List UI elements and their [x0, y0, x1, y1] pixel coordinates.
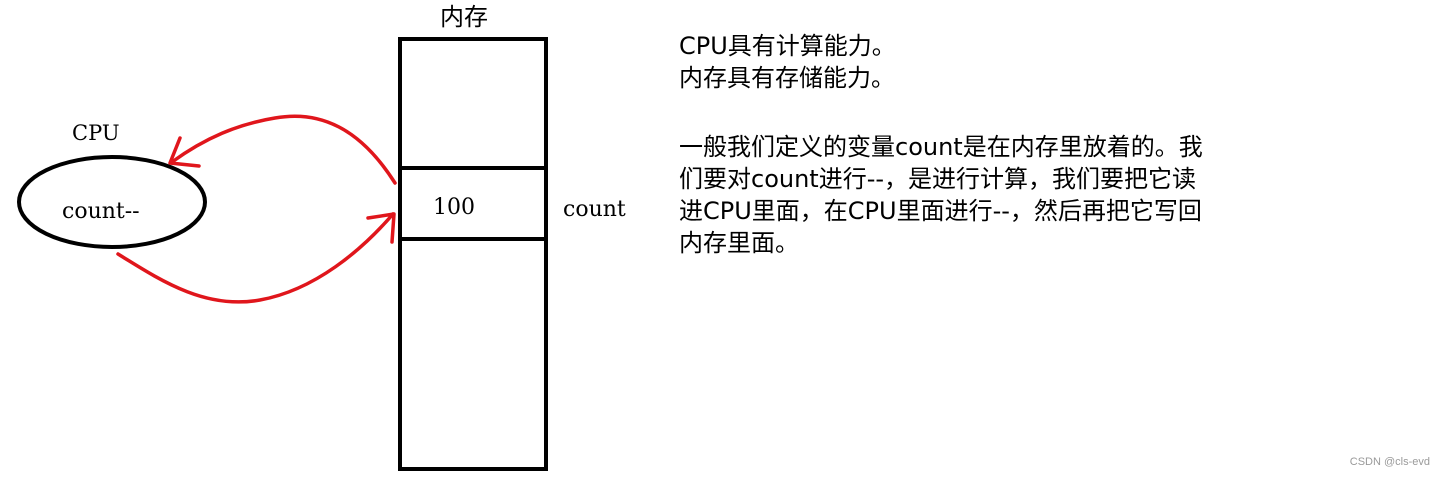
- description-para-line: 内存里面。: [679, 229, 799, 257]
- memory-block: [398, 37, 548, 471]
- description-text: CPU具有计算能力。 内存具有存储能力。 一般我们定义的变量count是在内存里…: [679, 30, 1319, 259]
- description-line-1: CPU具有计算能力。: [679, 32, 896, 60]
- description-line-2: 内存具有存储能力。: [679, 64, 895, 92]
- description-para-line: 们要对count进行--，是进行计算，我们要把它读: [679, 165, 1197, 193]
- description-spacer: [679, 94, 1319, 131]
- load-arrow-line: [170, 114, 397, 185]
- memory-cell-value: 100: [433, 195, 475, 220]
- watermark: CSDN @cls-evd: [1349, 456, 1430, 468]
- memory-title: 内存: [440, 3, 488, 31]
- memory-cell-label: count: [563, 197, 626, 222]
- cpu-value: count--: [62, 199, 140, 224]
- cpu-label: CPU: [72, 121, 120, 145]
- description-para-line: 进CPU里面，在CPU里面进行--，然后再把它写回: [679, 197, 1202, 225]
- load-arrow-head: [168, 136, 201, 168]
- store-arrow-line: [116, 212, 395, 304]
- store-arrow-head: [366, 212, 396, 244]
- description-para-line: 一般我们定义的变量count是在内存里放着的。我: [679, 133, 1203, 161]
- cpu-ellipse: [17, 155, 207, 249]
